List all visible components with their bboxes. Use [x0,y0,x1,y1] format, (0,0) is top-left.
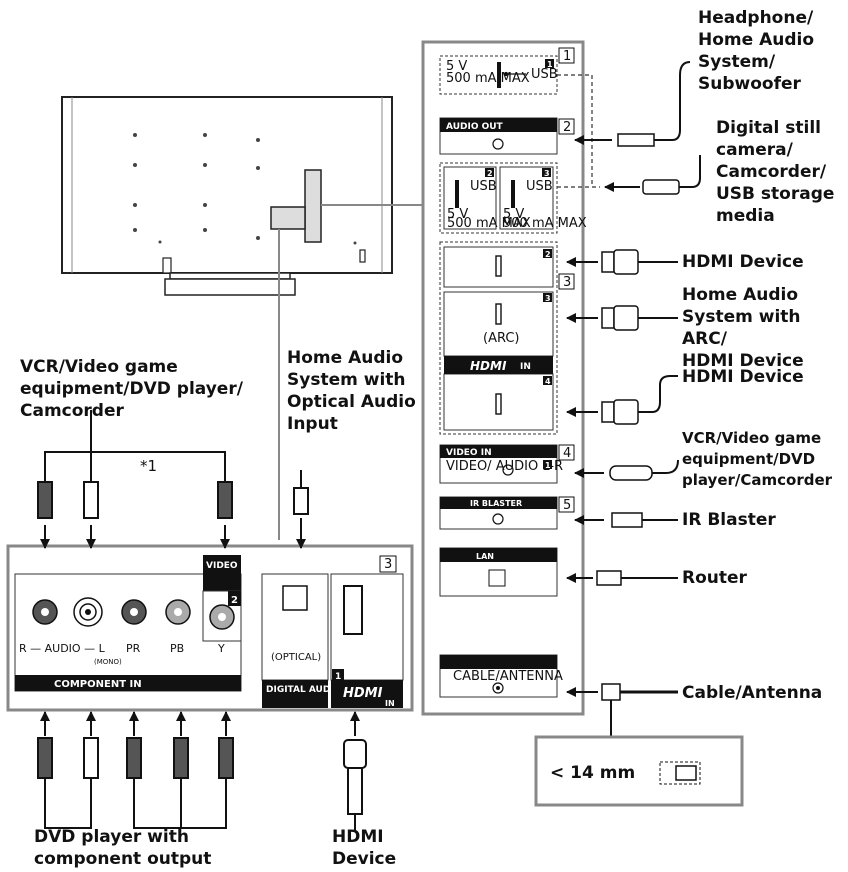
pr-label: PR [126,642,141,655]
cable-antenna-label: Cable/Antenna [682,683,823,703]
svg-text:2: 2 [563,120,571,135]
component-jacks [32,597,235,630]
usb2-current: 500 mA MAX [447,216,531,231]
ir-blaster-label: IR BLASTER [470,499,522,508]
dvd-component-label: DVD player with component output [34,827,212,869]
bottom-cables [37,711,367,830]
vcr-left-label: VCR/Video game equipment/DVD player/ Cam… [20,357,243,421]
usb-dashed-links [557,74,600,188]
cable-antenna-panel-label: CABLE/ANTENNA [453,669,563,684]
hdmi-logo: HDMI [470,359,507,373]
top-cables [37,410,309,549]
vcr-right-label: VCR/Video game equipment/DVD player/Camc… [682,429,833,489]
usb1-voltage: 5 V [446,59,467,74]
home-audio-arc-label: Home Audio System with ARC/ HDMI Device [682,285,804,371]
video-in-label: VIDEO IN [446,448,492,458]
usb3-num: 3 [544,169,550,178]
hdmi-device-bottom-label: HDMI Device [332,827,397,869]
usb1-label: USB [531,67,558,82]
hdmi2-num: 2 [545,250,551,259]
bottom-panel-num: 3 [384,557,392,572]
svg-text:5: 5 [563,498,571,513]
usb1-current: 500 mA MAX [446,71,530,86]
audio-out-jack [492,138,504,150]
bottom-terminal-panel: VIDEO IN 2 R — AUDIO — L (MONO) PR PB Y … [6,544,414,712]
ir-blaster-cable-label: IR Blaster [682,510,776,530]
svg-text:3: 3 [563,275,571,290]
hdmi4-num: 4 [545,377,551,386]
bottom-hdmi-num: 1 [335,672,341,682]
svg-text:1: 1 [563,49,571,64]
pb-label: PB [170,642,184,655]
arc-label: (ARC) [483,331,520,346]
bottom-hdmi-logo: HDMI [343,686,383,701]
hdmi3-num: 3 [545,294,551,303]
tv-back-view [61,96,425,540]
hdmi-in-label: IN [520,362,531,372]
hdmi-device-2-label: HDMI Device [682,367,804,387]
video-in2-label: VIDEO IN [206,561,252,571]
digital-audio-out-label: DIGITAL AUDIO OUT [266,685,366,695]
usb3-label: USB [526,179,553,194]
usb-icon [503,71,526,77]
y-label: Y [217,642,225,655]
video-num: 1 [545,461,551,470]
svg-text:4: 4 [563,446,571,461]
usb2-label: USB [470,179,497,194]
usb3-voltage: 5 V [503,207,524,222]
usb2-voltage: 5 V [447,207,468,222]
digital-camera-label: Digital still camera/ Camcorder/ USB sto… [716,118,835,226]
right-side-cables [566,61,701,737]
connector-size-box [534,735,744,807]
lan-label: LAN [476,552,494,561]
hdmi-device-1-label: HDMI Device [682,252,804,272]
mono-label: (MONO) [94,658,122,666]
footnote-label: *1 [140,457,158,475]
lan-port [488,569,506,587]
optical-label: (OPTICAL) [271,652,321,663]
usb2-num: 2 [487,169,493,178]
headphone-label: Headphone/ Home Audio System/ Subwoofer [698,8,815,94]
home-audio-optical-label: Home Audio System with Optical Audio Inp… [287,348,416,434]
audio-label: R — AUDIO — L [19,642,106,655]
video-in2-num: 2 [231,595,238,606]
bottom-hdmi-in: IN [385,699,395,708]
optical-port [282,585,308,611]
usb1-num: 1 [547,60,553,69]
usb3-current: 900 mA MAX [503,216,587,231]
panel-number-boxes: 1 2 3 4 5 [558,47,575,513]
component-in-label: COMPONENT IN [54,679,142,690]
connector-size-label: < 14 mm [550,763,636,783]
side-terminal-panel: 5 V 500 mA MAX USB 1 AUDIO OUT USB 5 V 5… [421,40,587,716]
router-label: Router [682,568,747,588]
audio-out-label: AUDIO OUT [446,122,504,132]
